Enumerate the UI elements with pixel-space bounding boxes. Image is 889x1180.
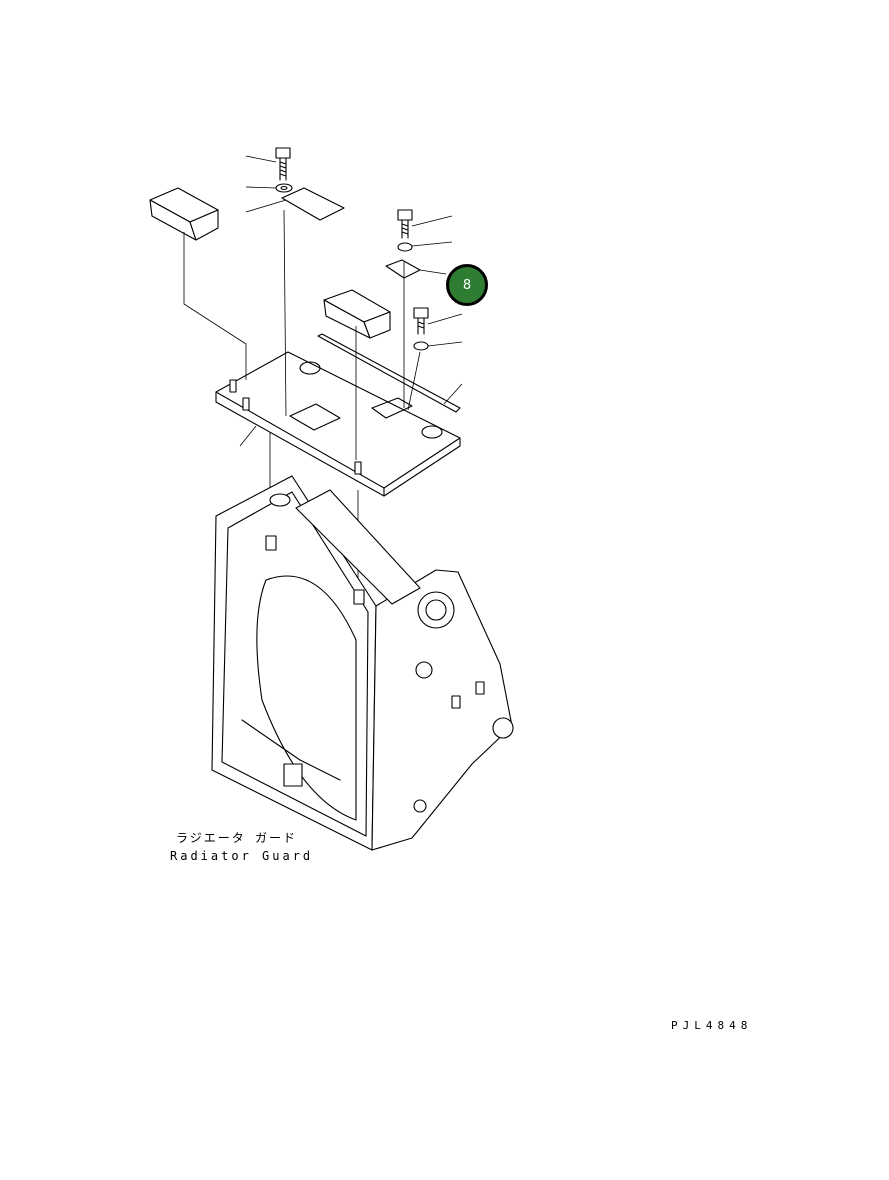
rubber-cap-middle <box>323 289 391 339</box>
assembly-guide-lines <box>183 209 421 600</box>
drawing-code: PJL4848 <box>671 1019 753 1032</box>
radiator-frame <box>211 475 514 851</box>
washer-upper-left <box>275 183 293 193</box>
caption-japanese: ラジエータ ガード <box>176 831 297 845</box>
bolt-right <box>413 307 429 335</box>
caption-english: Radiator Guard <box>170 849 314 863</box>
cover-plate-upper-left <box>281 187 345 221</box>
part-number-callout-8[interactable]: 8 <box>446 264 488 306</box>
bolt-upper-left <box>275 147 291 181</box>
callout-number: 8 <box>462 277 472 293</box>
seal-strip <box>317 333 461 413</box>
guard-plate <box>215 351 461 497</box>
rubber-cap-left <box>149 187 219 241</box>
cover-plate-upper-right <box>385 259 421 279</box>
bolt-upper-right <box>397 209 413 239</box>
